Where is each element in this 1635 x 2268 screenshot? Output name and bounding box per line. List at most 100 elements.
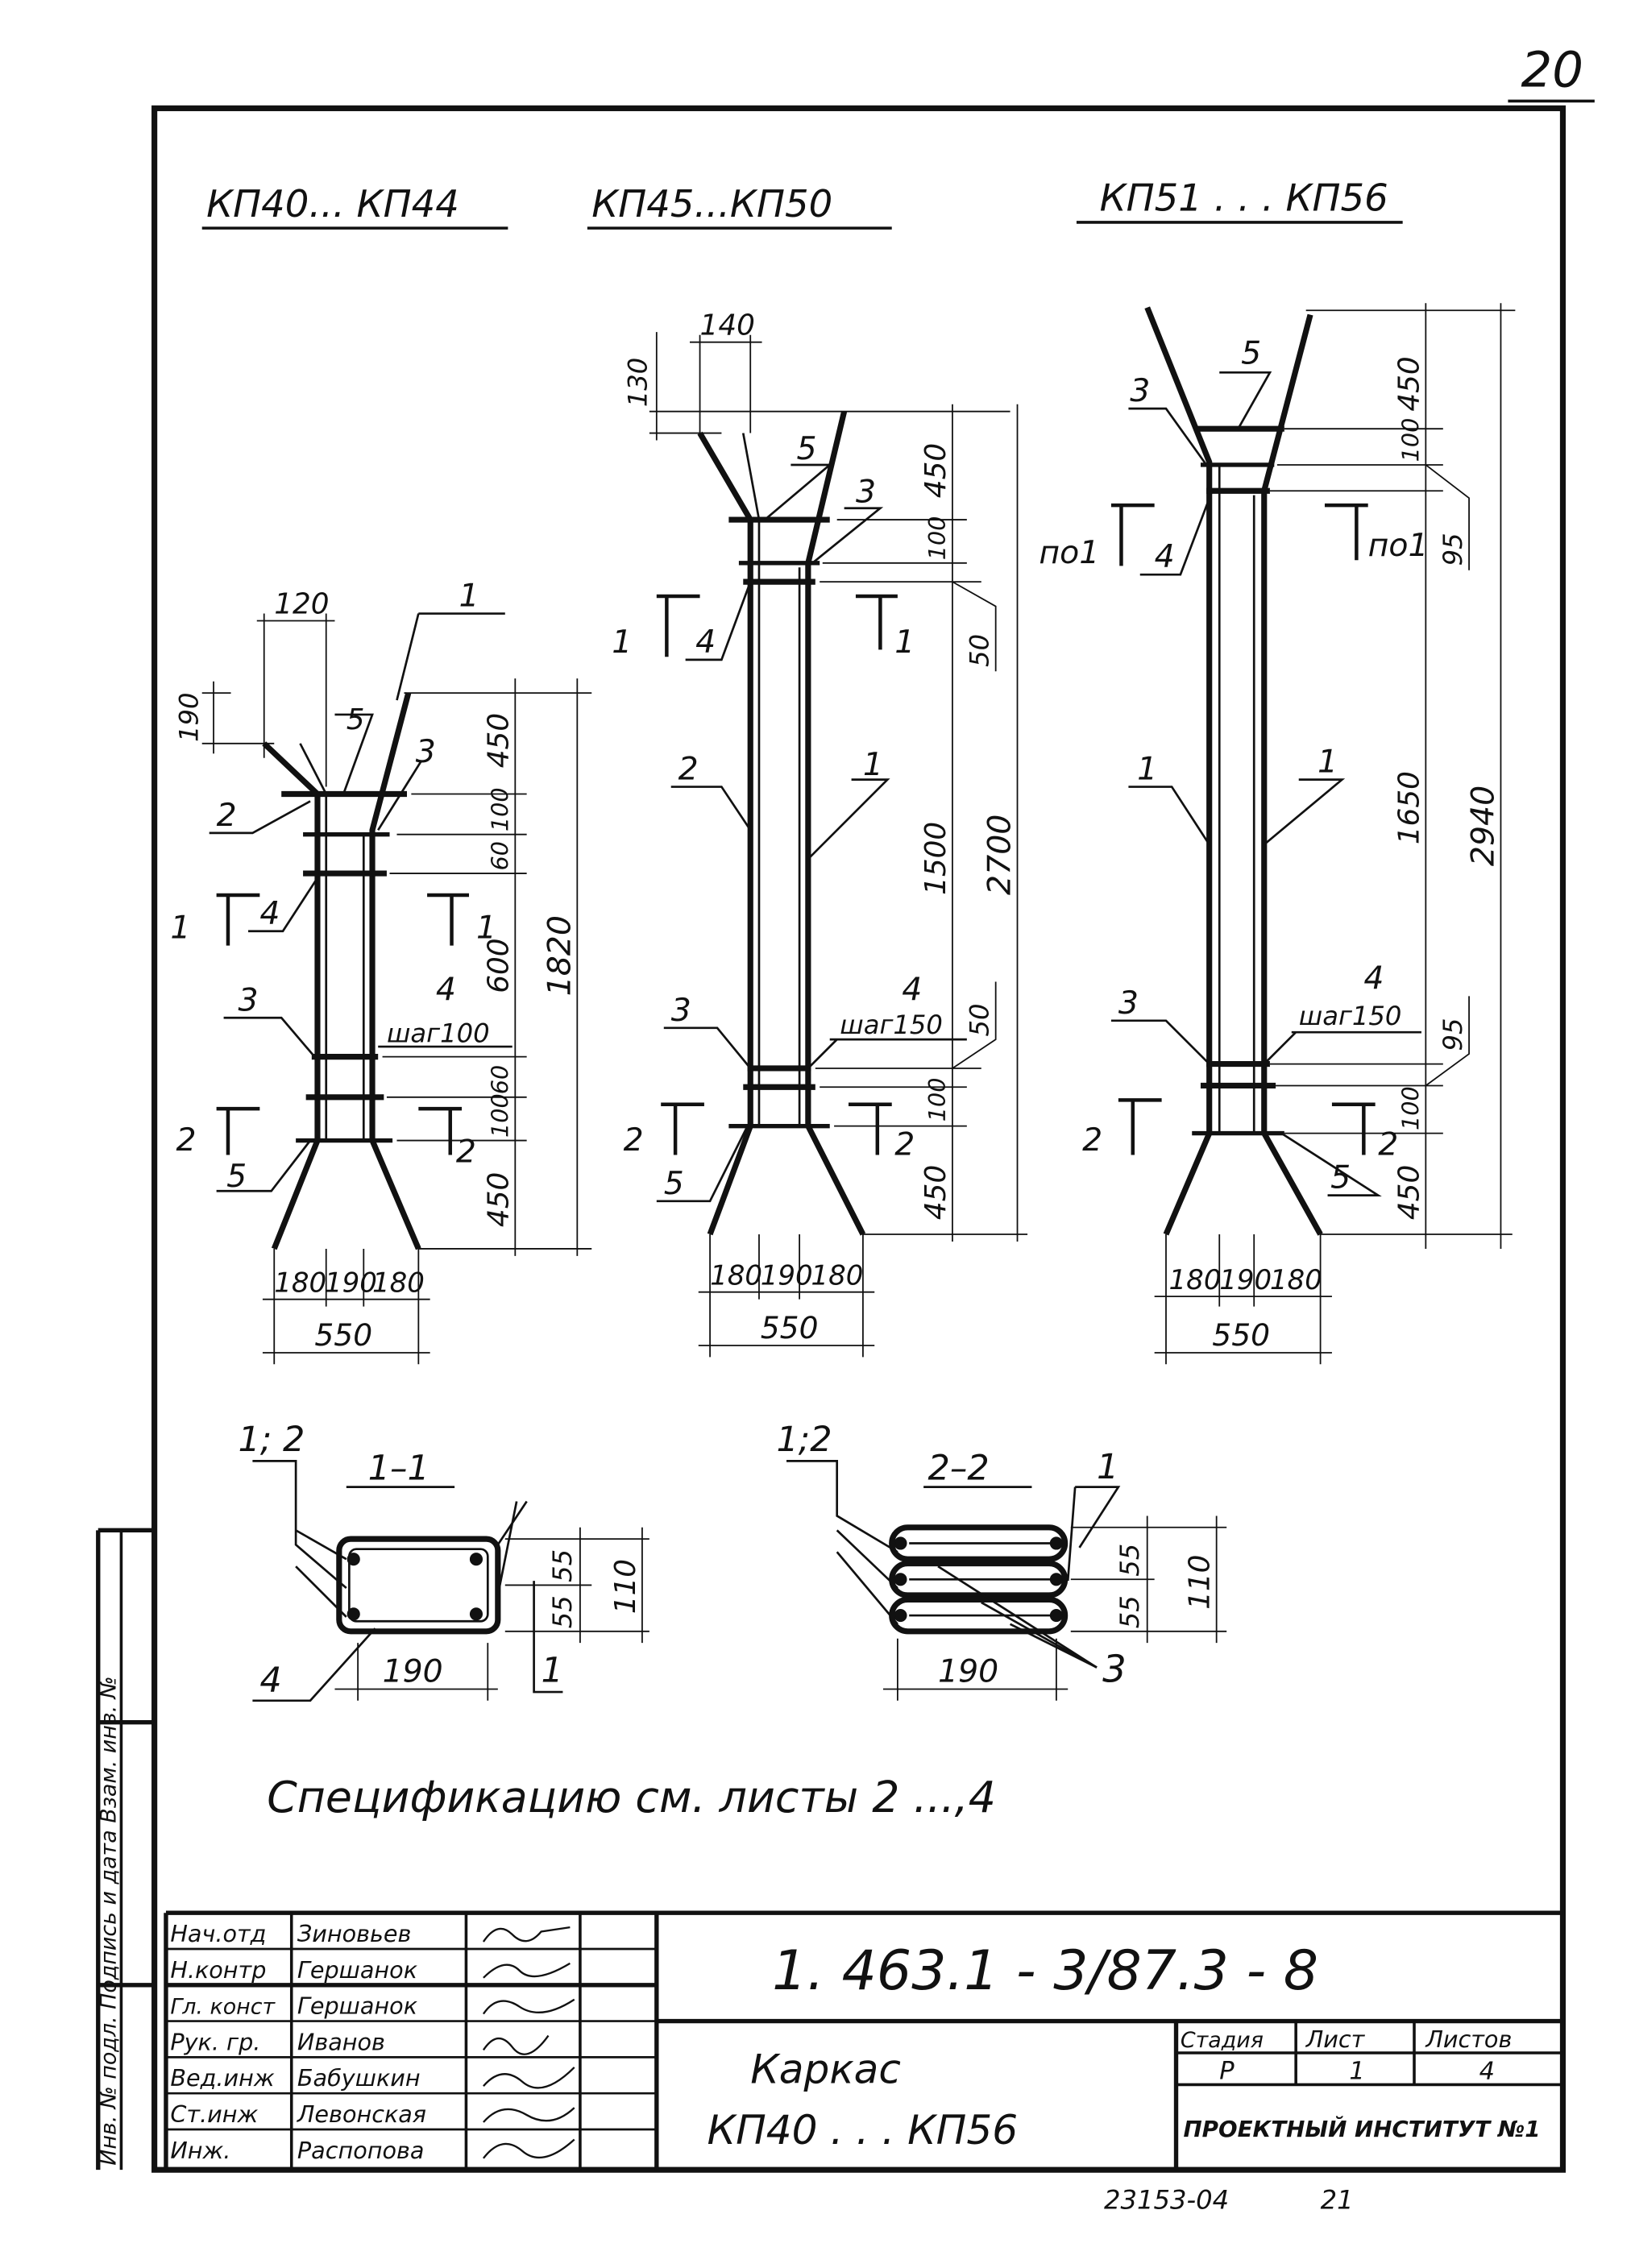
dim-v2: 60 [486, 841, 513, 870]
sig-name-5: Левонская [297, 2100, 426, 2128]
step-label: шаг150 [1299, 1001, 1402, 1031]
sheet-header: Лист [1305, 2025, 1366, 2053]
callout-3-top: 3 [416, 733, 436, 770]
step-label: шаг100 [387, 1018, 490, 1049]
callout-2: 2 [217, 797, 237, 834]
dim-v4: 50 [965, 1004, 995, 1037]
sig-name-6: Распопова [297, 2137, 425, 2164]
dim-v1: 100 [486, 787, 513, 831]
dim-v1: 100 [1396, 418, 1424, 462]
rod-left [1144, 306, 1213, 1236]
stage-header: Стадия [1181, 2028, 1264, 2053]
section-1-1-width: 190 [383, 1652, 443, 1690]
dim-v2: 50 [965, 634, 995, 667]
callout-1-right: 1 [1318, 744, 1338, 781]
sheets-value: 4 [1479, 2057, 1495, 2085]
sig-role-6: Инж. [170, 2137, 230, 2164]
title-block-fields: 1. 463.1 - 3/87.3 - 8 Каркас КП40 . . . … [708, 1939, 1541, 2154]
section-1-1-dim-a: 55 [547, 1549, 578, 1582]
callout-3-top: 3 [856, 474, 876, 511]
section-2-2 [786, 1460, 1227, 1701]
section-2-2-callout-3: 3 [1102, 1647, 1127, 1690]
callout-1: 1 [459, 578, 479, 615]
dim-top-height: 130 [622, 358, 653, 408]
section-2-2-dim-b: 55 [1114, 1595, 1145, 1628]
dim-v6: 450 [1392, 1165, 1425, 1220]
specification-note: Спецификацию см. листы 2 ...,4 [267, 1772, 996, 1822]
dim-v1: 100 [923, 516, 951, 561]
section-mark-2-right: 2 [894, 1126, 915, 1163]
rod-right [1261, 313, 1323, 1236]
drawing-title-line2: КП40 . . . КП56 [708, 2106, 1019, 2154]
section-1-1-labels: 1–1 1; 2 55 55 110 190 4 1 [238, 1420, 641, 1701]
callout-5-bottom: 5 [664, 1165, 684, 1202]
sheet-value: 1 [1349, 2057, 1364, 2085]
callout-4-right: 4 [436, 972, 456, 1009]
callout-4-left: 4 [259, 895, 280, 932]
dim-bottom-total: 550 [1212, 1317, 1270, 1353]
callout-3-bottom: 3 [671, 992, 691, 1029]
sig-role-2: Гл. конст [170, 1995, 276, 2020]
sheet-frame [151, 105, 1567, 2173]
dim-v4: 95 [1438, 1018, 1468, 1051]
title-left: КП40... КП44 [206, 182, 459, 226]
dim-top-width: 140 [700, 309, 755, 342]
dim-b0: 180 [1169, 1264, 1222, 1296]
rod-left [262, 741, 321, 1250]
callout-1: 1 [863, 746, 883, 783]
callout-2: 2 [678, 751, 699, 788]
dim-b1: 190 [761, 1260, 813, 1292]
title-block [164, 1910, 1563, 2171]
section-2-2-rod-label: 1;2 [776, 1420, 832, 1460]
dim-v6: 450 [919, 1165, 952, 1220]
margin-stamp: Инв. № подл. Подпись и дата Взам. инв. № [96, 1528, 155, 2171]
sig-name-2: Гершанок [297, 1992, 418, 2020]
sig-name-4: Бабушкин [297, 2064, 421, 2092]
sig-name-1: Гершанок [297, 1956, 418, 1984]
rod-left [697, 431, 753, 1236]
dim-top-height: 190 [173, 692, 204, 742]
callout-4-left: 4 [1155, 538, 1175, 575]
section-mark-1-left: 1 [612, 624, 632, 661]
group-titles: КП40... КП44 КП45...КП50 КП51 . . . КП56 [201, 176, 1403, 230]
section-mark-2-left: 2 [176, 1122, 196, 1159]
section-2-2-title: 2–2 [927, 1449, 989, 1489]
callout-5-top: 5 [1241, 335, 1261, 372]
section-mark-2-left: 2 [1082, 1122, 1102, 1159]
title-middle: КП45...КП50 [591, 182, 832, 226]
callout-4-left: 4 [695, 624, 716, 661]
callout-4-right: 4 [1363, 960, 1384, 997]
section-1-1-title: 1–1 [368, 1449, 429, 1489]
title-block-signatures: Нач.отд Зиновьев Н.контр Гершанок Гл. ко… [170, 1920, 426, 2164]
dim-v6: 450 [482, 1172, 515, 1227]
dim-v5: 100 [923, 1078, 951, 1122]
section-2-2-callout-1: 1 [1097, 1447, 1118, 1487]
dim-total: 2940 [1465, 786, 1502, 866]
dim-bottom-total: 550 [761, 1310, 819, 1345]
sig-role-3: Рук. гр. [170, 2028, 260, 2055]
rod-right [805, 410, 866, 1236]
frame-kp45-kp50 [649, 332, 1028, 1358]
dim-v0: 450 [482, 713, 515, 768]
section-2-2-dim-a: 55 [1114, 1544, 1145, 1577]
dim-b2: 180 [811, 1260, 863, 1292]
section-1-1-callout-4: 4 [259, 1661, 281, 1701]
dim-b2: 180 [372, 1267, 425, 1300]
dim-b1: 190 [1219, 1264, 1272, 1296]
dim-b1: 190 [325, 1267, 377, 1300]
callout-4-right: 4 [902, 972, 922, 1009]
section-1-1-dim-b: 55 [547, 1595, 578, 1628]
dim-v0: 450 [919, 443, 952, 498]
document-code: 1. 463.1 - 3/87.3 - 8 [772, 1939, 1318, 2003]
section-2-2-width: 190 [938, 1652, 998, 1690]
dim-v3: 1500 [919, 822, 952, 895]
section-mark-2-left: 2 [624, 1122, 644, 1159]
frame-kp40-kp44-labels: 120 190 450 100 60 600 60 100 450 1820 1… [170, 578, 578, 1353]
dim-v5: 100 [1396, 1086, 1424, 1130]
sig-role-0: Нач.отд [170, 1920, 266, 1947]
callout-5-top: 5 [347, 703, 365, 736]
dim-b0: 180 [710, 1260, 762, 1292]
organization-name: ПРОЕКТНЫЙ ИНСТИТУТ №1 [1183, 2115, 1540, 2142]
dim-v3: 1650 [1392, 771, 1425, 844]
